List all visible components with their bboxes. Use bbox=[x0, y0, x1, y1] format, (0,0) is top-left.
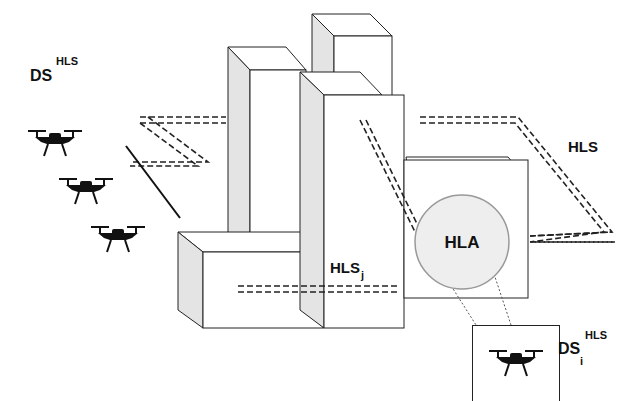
swarm-line bbox=[126, 146, 180, 218]
building bbox=[178, 14, 528, 328]
drone-icon bbox=[28, 131, 82, 156]
superscript: HLS bbox=[585, 330, 607, 341]
drone-label: DS bbox=[558, 341, 580, 357]
drone-icon bbox=[489, 351, 543, 376]
area-label: HLA bbox=[445, 234, 480, 251]
leader-line bbox=[494, 274, 511, 325]
drone-box: DSiHLS bbox=[472, 325, 560, 401]
drone-icon bbox=[59, 179, 113, 204]
path-label: HLS bbox=[568, 139, 598, 154]
path-label: HLS bbox=[330, 260, 360, 275]
subscript: j bbox=[361, 270, 364, 281]
area-circle: HLA bbox=[414, 194, 510, 290]
leader-line bbox=[453, 289, 476, 325]
superscript: HLS bbox=[56, 56, 78, 67]
swarm-label: DS bbox=[30, 68, 52, 84]
drone-icon bbox=[91, 227, 145, 252]
subscript: i bbox=[580, 356, 583, 367]
